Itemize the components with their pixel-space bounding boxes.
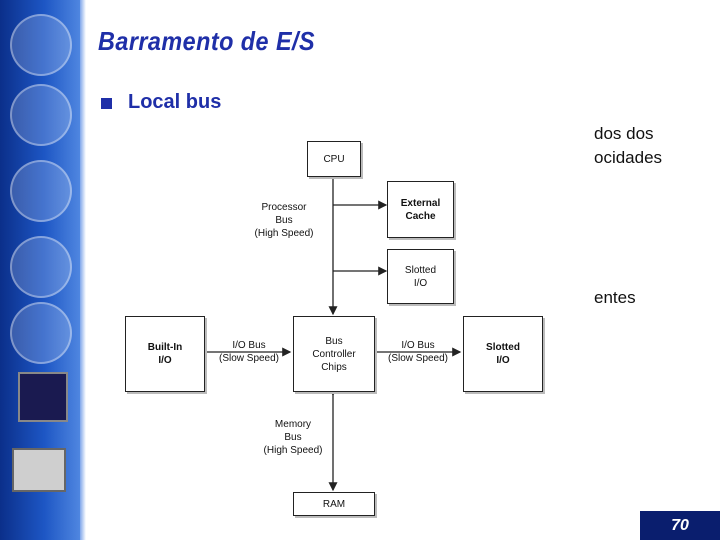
decorative-sidebar [0, 0, 80, 540]
computer-icon [12, 448, 66, 492]
partial-text-1: dos dos [594, 124, 654, 143]
built-in-io-box: Built-In I/O [125, 316, 205, 392]
io-bus-right-label: I/O Bus (Slow Speed) [387, 340, 449, 364]
cable-icon [10, 160, 72, 222]
memory-bus-label: Memory Bus (High Speed) [263, 419, 323, 456]
slotted-io-top-box: Slotted I/O [387, 249, 454, 304]
mouse-icon [10, 14, 72, 76]
sidebar-edge [80, 0, 86, 540]
partial-text-3: entes [594, 288, 636, 307]
floppy-disk-icon [10, 236, 72, 298]
bullet-square-icon [101, 98, 112, 109]
processor-bus-label: Processor Bus (High Speed) [254, 202, 314, 239]
io-bus-left-label: I/O Bus (Slow Speed) [218, 340, 280, 364]
cpu-box: CPU [307, 141, 361, 177]
ram-box: RAM [293, 492, 375, 516]
intel-pentium-chip-icon [18, 372, 68, 422]
external-cache-box: External Cache [387, 181, 454, 238]
bus-controller-chips-box: Bus Controller Chips [293, 316, 375, 392]
cd-disc-icon [10, 302, 72, 364]
bullet-text: Local bus [128, 91, 222, 113]
slotted-io-right-box: Slotted I/O [463, 316, 543, 392]
hard-disk-icon [10, 84, 72, 146]
slide-title: Barramento de E/S [98, 26, 316, 56]
page-number: 70 [640, 511, 720, 540]
partial-text-2: ocidades [594, 148, 663, 167]
